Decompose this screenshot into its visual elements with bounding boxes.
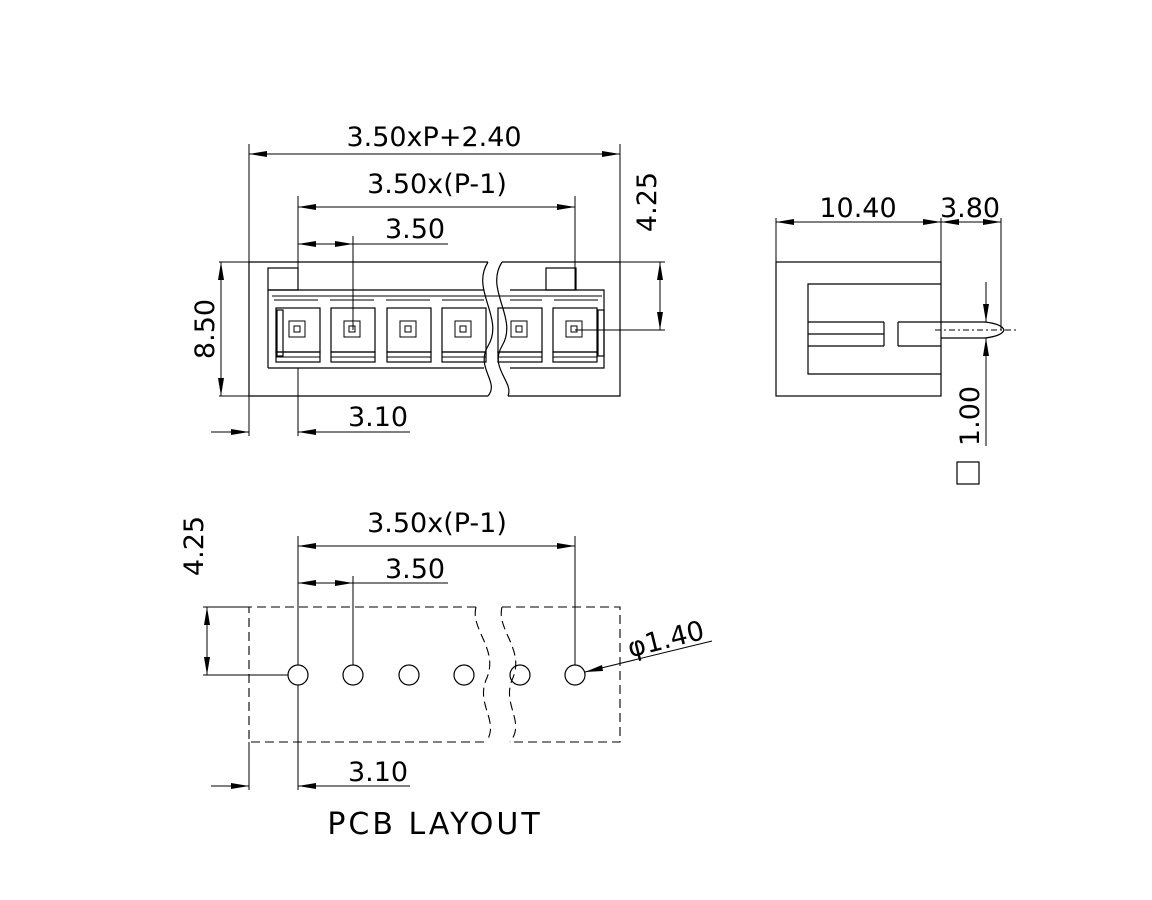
pitch-span-label: 3.50x(P-1): [367, 169, 507, 200]
pcb-hole: [287, 664, 309, 686]
square-pin-symbol: [956, 461, 980, 485]
pcb-first-pin-offset-label: 3.10: [348, 757, 408, 788]
front-view-body-outline-right: [502, 261, 621, 397]
contact-cell: [497, 307, 543, 363]
pcb-layout: 3.50x(P-1) 3.50 4.25 φ1.40 3.10 PCB LAYO…: [179, 508, 713, 842]
contact-cell: [552, 307, 598, 363]
side-view-inner-cavity: [807, 283, 941, 375]
pitch-label: 3.50: [385, 214, 445, 245]
side-view-contact-lines: [808, 321, 941, 347]
side-view-body-outline: [775, 261, 942, 397]
pin-size-label: 1.00: [955, 386, 986, 446]
latch-tab-left: [267, 267, 299, 291]
pcb-hole: [453, 664, 475, 686]
contact-cell: [386, 307, 432, 363]
side-view: 10.40 3.80 1.00: [775, 193, 1016, 485]
pcb-pitch-label: 3.50: [385, 554, 445, 585]
overall-width-label: 3.50xP+2.40: [346, 122, 521, 153]
contact-cell: [441, 307, 487, 363]
pcb-break-line: [474, 606, 492, 743]
contact-cells: [275, 307, 598, 363]
body-depth-label: 10.40: [819, 193, 896, 224]
pcb-layout-title: PCB LAYOUT: [327, 807, 542, 842]
inner-housing-top-ribs: [272, 295, 602, 301]
side-notch-left: [276, 309, 284, 357]
first-pin-offset-label: 3.10: [348, 402, 408, 433]
height-label: 8.50: [190, 299, 221, 359]
pin-offset-vertical-label: 4.25: [632, 172, 663, 232]
side-view-pin: [941, 321, 1005, 339]
hole-diameter-label: φ1.40: [624, 615, 707, 664]
pcb-holes: [287, 664, 586, 686]
extension-lines: [219, 144, 665, 436]
pcb-outline-right: [502, 606, 621, 743]
pcb-pin-offset-vertical-label: 4.25: [179, 516, 210, 576]
pcb-hole: [564, 664, 586, 686]
latch-tab-right: [545, 267, 577, 291]
pcb-hole: [342, 664, 364, 686]
pcb-hole: [398, 664, 420, 686]
pcb-pitch-span-label: 3.50x(P-1): [367, 508, 507, 539]
pcb-hole: [509, 664, 531, 686]
front-view-break-line-2: [496, 261, 510, 397]
pcb-break-line-2: [500, 606, 517, 743]
front-view: 3.50xP+2.40 3.50x(P-1) 3.50 8.50 4.25 3.…: [190, 122, 665, 436]
front-view-body-outline-left: [248, 261, 488, 397]
contact-cell: [275, 307, 321, 363]
pin-length-label: 3.80: [940, 193, 1000, 224]
front-view-break-line: [482, 261, 494, 397]
side-notch-right: [597, 309, 605, 357]
